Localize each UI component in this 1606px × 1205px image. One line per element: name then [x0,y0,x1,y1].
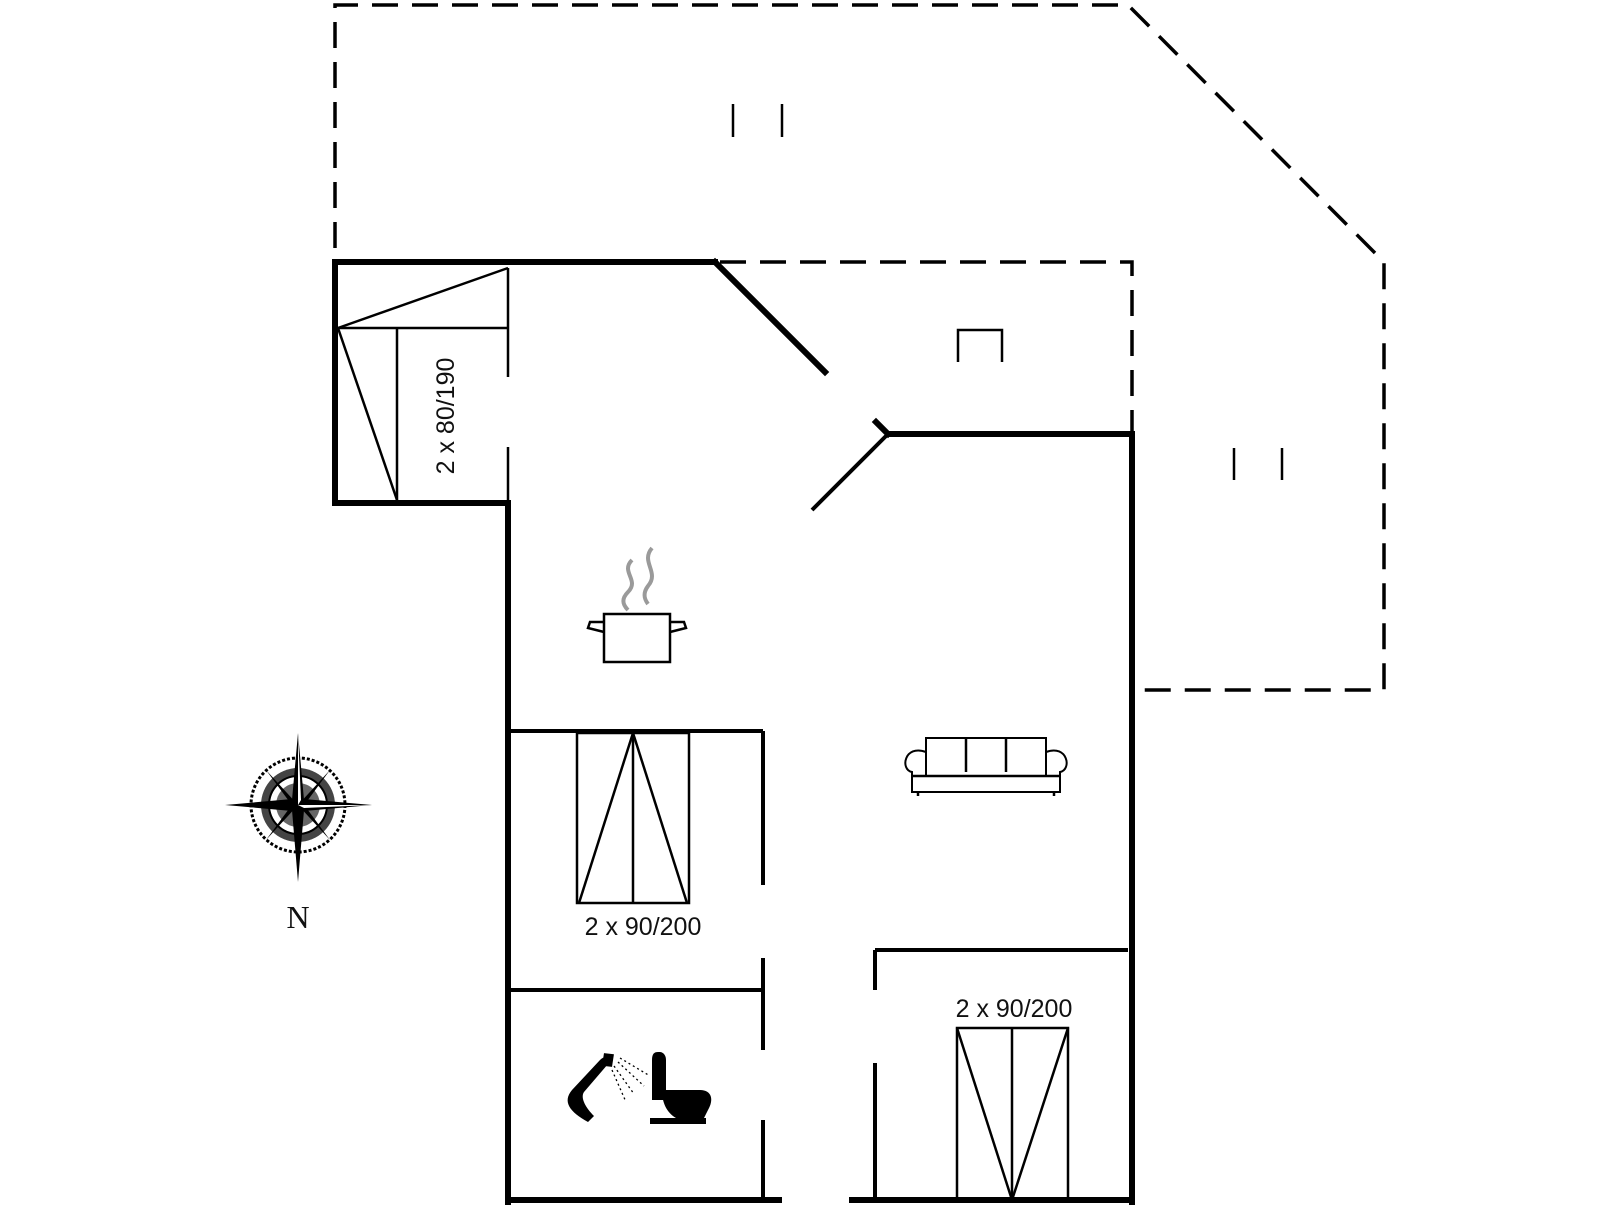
north-label: N [286,899,309,935]
terrace-outline-top [333,3,1386,692]
compass-rose-icon [225,733,372,882]
bedroom-1-walls [508,729,765,992]
bunk-bed-label: 2 x 80/190 [432,358,460,475]
terrace-marker [731,104,1284,480]
bedroom-1-bed-label: 2 x 90/200 [585,913,702,941]
sofa-icon [904,737,1068,796]
bedroom-2-walls [873,948,1128,1200]
bunk-bed [336,266,509,501]
toilet-icon [650,1052,712,1124]
bedroom-2-bed-label: 2 x 90/200 [956,995,1073,1023]
bed-bedroom-2 [955,1026,1070,1202]
shower-icon [567,1053,651,1122]
bed-bedroom-1 [575,731,691,905]
cooking-pot-icon [586,546,688,664]
